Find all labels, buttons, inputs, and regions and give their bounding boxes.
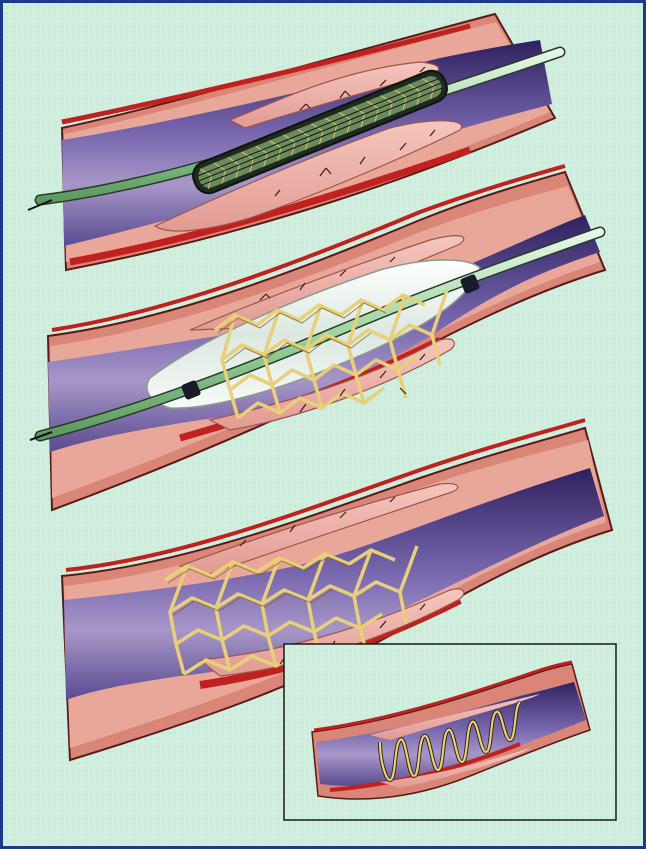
inset-panel bbox=[284, 644, 616, 820]
